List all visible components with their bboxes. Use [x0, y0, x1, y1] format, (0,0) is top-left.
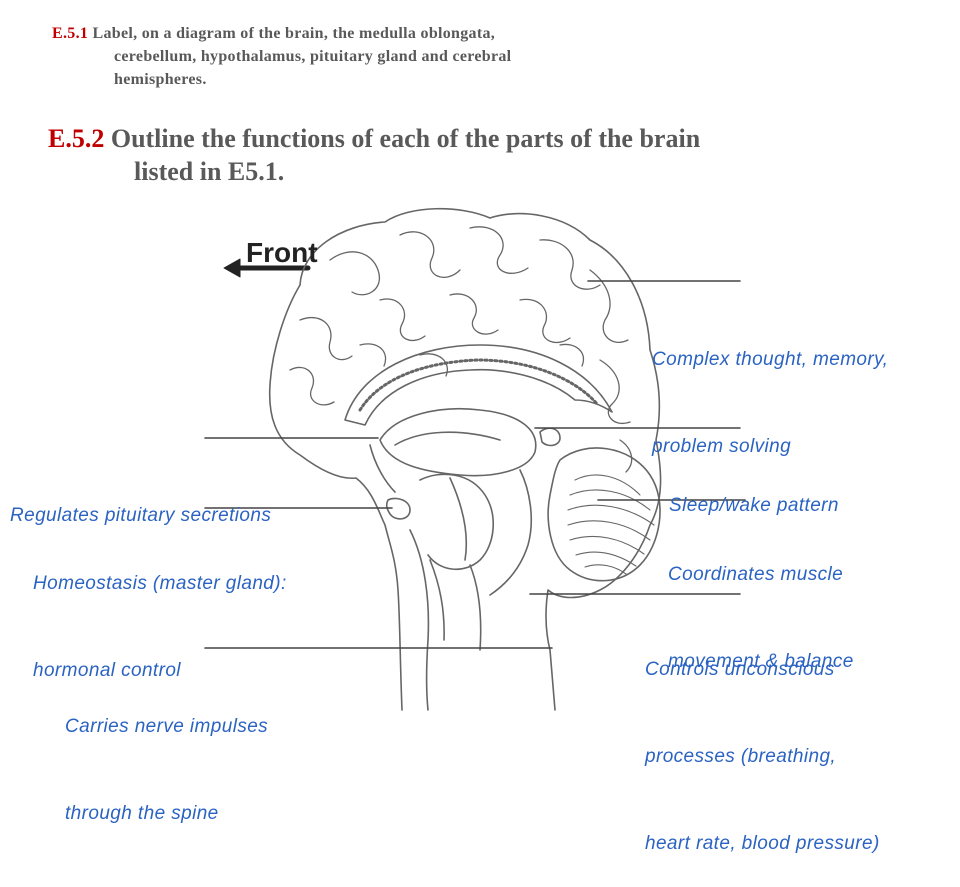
objective-text: cerebellum, hypothalamus, pituitary glan…	[114, 48, 512, 65]
function-text: Homeostasis (master gland):	[33, 573, 287, 594]
function-cerebellum: Coordinates muscle movement & balance	[668, 502, 854, 705]
leader-lines	[204, 280, 746, 649]
medulla-oblongata	[429, 559, 482, 651]
front-arrow-icon	[223, 258, 311, 278]
pituitary-gland	[385, 497, 411, 520]
thalamus	[379, 407, 537, 477]
pineal-gland	[539, 427, 561, 447]
function-text: processes (breathing,	[645, 746, 837, 767]
function-hypothalamus: Regulates pituitary secretions	[10, 443, 271, 559]
corpus-callosum	[344, 344, 613, 426]
function-pituitary-gland: Homeostasis (master gland): hormonal con…	[33, 511, 287, 714]
function-medulla-oblongata: Controls unconscious processes (breathin…	[645, 597, 880, 887]
objective-code: E.5.2	[48, 124, 105, 153]
function-text: hormonal control	[33, 660, 181, 681]
brainstem-back-outline	[409, 529, 430, 711]
function-spinal-cord: Carries nerve impulses through the spine	[65, 654, 268, 857]
front-label: Front	[246, 237, 318, 268]
function-cerebral-hemispheres: Complex thought, memory, problem solving	[652, 287, 888, 490]
objective-text: Label, on a diagram of the brain, the me…	[92, 25, 496, 42]
brain-diagram: Front	[204, 207, 746, 711]
function-text: through the spine	[65, 803, 219, 824]
function-text: heart rate, blood pressure)	[645, 833, 880, 854]
objective-e51: E.5.1 Label, on a diagram of the brain, …	[52, 22, 652, 91]
objective-text: listed in E5.1.	[134, 157, 285, 186]
function-text: Complex thought, memory,	[652, 349, 889, 370]
objective-e52: E.5.2 Outline the functions of each of t…	[48, 122, 848, 188]
cerebellum	[547, 447, 661, 582]
function-text: movement & balance	[668, 651, 854, 672]
objective-text: hemispheres.	[114, 71, 207, 88]
function-text: Carries nerve impulses	[65, 716, 269, 737]
function-text: Sleep/wake pattern	[669, 495, 839, 516]
objective-text: Outline the functions of each of the par…	[110, 124, 701, 153]
function-text: Controls unconscious	[645, 659, 835, 680]
function-text: problem solving	[652, 436, 792, 457]
objective-code: E.5.1	[52, 25, 89, 42]
pons	[419, 473, 495, 571]
gyri-lines	[289, 226, 633, 473]
function-text: Coordinates muscle	[668, 564, 844, 585]
function-text: Regulates pituitary secretions	[10, 505, 272, 526]
hypothalamus	[369, 444, 396, 493]
function-pineal-gland: Sleep/wake pattern	[669, 433, 839, 549]
brainstem-front-outline	[268, 284, 403, 711]
cerebellum-folia	[567, 474, 655, 575]
